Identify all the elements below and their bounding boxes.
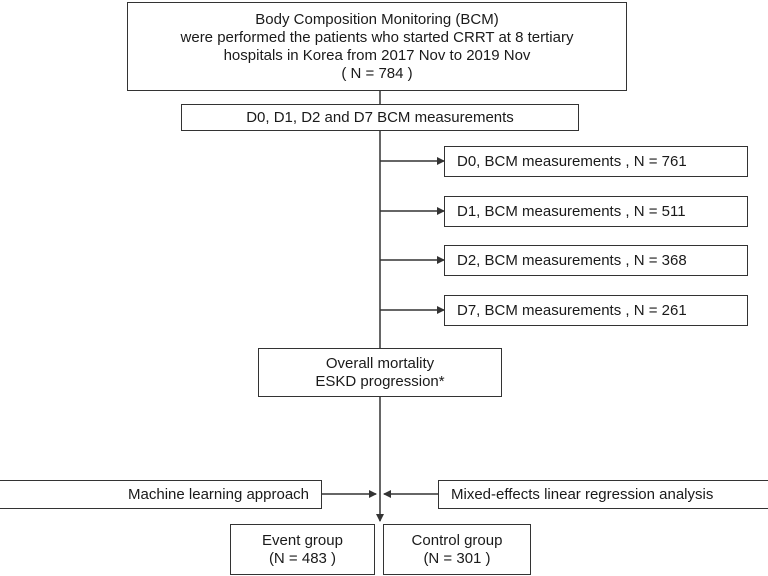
study-population-box: Body Composition Monitoring (BCM) were p… xyxy=(127,2,627,91)
event-group-label: Event group xyxy=(262,531,343,549)
study-population-line2: were performed the patients who started … xyxy=(180,28,574,46)
control-group-label: Control group xyxy=(411,531,503,549)
branch-d7-label: D7, BCM measurements , N = 261 xyxy=(457,301,687,319)
mixed-effects-label: Mixed-effects linear regression analysis xyxy=(451,485,714,503)
outcome-box: Overall mortality ESKD progression* xyxy=(258,348,502,397)
mixed-effects-box: Mixed-effects linear regression analysis xyxy=(438,480,768,509)
bcm-measurements-label: D0, D1, D2 and D7 BCM measurements xyxy=(246,108,514,126)
branch-d1-box: D1, BCM measurements , N = 511 xyxy=(444,196,748,227)
bcm-measurements-box: D0, D1, D2 and D7 BCM measurements xyxy=(181,104,579,131)
study-population-count: ( N = 784 ) xyxy=(341,64,413,82)
study-population-line3: hospitals in Korea from 2017 Nov to 2019… xyxy=(223,46,531,64)
study-population-line1: Body Composition Monitoring (BCM) xyxy=(255,10,499,28)
outcome-line2: ESKD progression* xyxy=(315,372,445,390)
control-group-box: Control group (N = 301 ) xyxy=(383,524,531,575)
event-group-box: Event group (N = 483 ) xyxy=(230,524,375,575)
branch-d0-label: D0, BCM measurements , N = 761 xyxy=(457,152,687,170)
control-group-count: (N = 301 ) xyxy=(423,549,491,567)
event-group-count: (N = 483 ) xyxy=(268,549,337,567)
branch-d2-label: D2, BCM measurements , N = 368 xyxy=(457,251,687,269)
branch-d0-box: D0, BCM measurements , N = 761 xyxy=(444,146,748,177)
machine-learning-box: Machine learning approach xyxy=(0,480,322,509)
branch-d2-box: D2, BCM measurements , N = 368 xyxy=(444,245,748,276)
outcome-line1: Overall mortality xyxy=(325,354,435,372)
branch-d7-box: D7, BCM measurements , N = 261 xyxy=(444,295,748,326)
branch-d1-label: D1, BCM measurements , N = 511 xyxy=(457,202,686,220)
machine-learning-label: Machine learning approach xyxy=(128,485,309,503)
